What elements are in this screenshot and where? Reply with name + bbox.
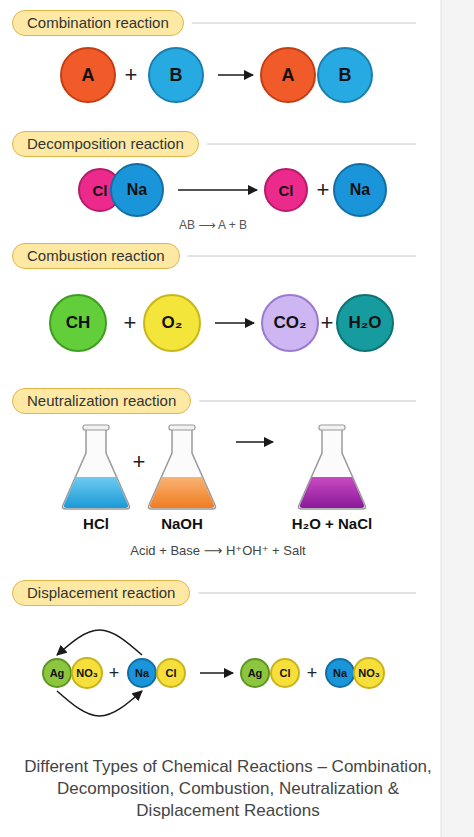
atom-circle: Na [325,658,355,688]
caption: Different Types of Chemical Reactions – … [14,756,442,822]
atom-circle: Ag [42,658,72,688]
equation-text: Acid + Base ⟶ H⁺OH⁺ + Salt [130,543,305,558]
element-symbol: O₂ [162,313,183,333]
reaction-arrow [218,74,253,76]
plus-sign: + [317,177,330,203]
swap-arrow [57,691,142,716]
plus-sign: + [125,62,138,88]
atom-circle: H₂O [336,294,394,352]
atom-circle: A [60,47,116,103]
flask-rim [169,425,195,430]
element-symbol: CH [66,313,91,333]
atom-circle: Na [333,163,387,217]
atom-circle: Cl [270,658,300,688]
formula-label: H₂O + NaCl [292,515,372,532]
plus-sign: + [307,663,318,684]
element-symbol: Na [333,667,347,679]
atom-circle: NO₃ [353,657,385,689]
reaction-arrow [236,441,273,443]
element-symbol: NO₃ [76,667,98,679]
element-symbol: A [82,65,95,86]
flask-drawing [56,423,136,511]
atom-circle: A [260,47,316,103]
flask: H₂O + NaCl [280,423,384,532]
heading-rule [188,256,416,257]
atom-circle: Ag [240,658,270,688]
flask-liquid [300,477,364,508]
element-symbol: Cl [279,182,294,199]
element-symbol: Cl [166,667,177,679]
element-symbol: Ag [248,667,263,679]
section-heading: Decomposition reaction [12,131,199,157]
atom-circle: Na [127,658,157,688]
element-symbol: H₂O [348,313,381,333]
atom-circle: NO₃ [71,657,103,689]
atom-circle: B [317,47,373,103]
reaction-arrow [215,322,254,324]
reaction-arrow [178,189,257,191]
flask-rim [319,425,345,430]
atom-circle: Na [110,163,164,217]
flask-liquid [64,477,128,508]
flask-drawing [142,423,222,511]
plus-sign: + [109,663,120,684]
atom-circle: CH [49,294,107,352]
flask-outline [148,429,215,509]
atom-circle: Cl [264,168,308,212]
heading-text: Displacement reaction [27,584,175,601]
heading-text: Decomposition reaction [27,135,184,152]
formula-label: NaOH [161,515,203,532]
equation-text: AB ⟶ A + B [179,218,247,232]
flask: HCl [56,423,136,532]
flask-liquid [150,477,214,508]
heading-text: Combustion reaction [27,247,165,264]
plus-sign: + [321,310,334,336]
atom-circle: CO₂ [261,294,319,352]
element-symbol: Na [350,181,370,199]
flask-drawing [280,423,384,511]
heading-rule [207,144,416,145]
reaction-arrow [200,672,233,674]
element-symbol: Na [135,667,149,679]
atom-circle: O₂ [143,294,201,352]
plus-sign: + [124,310,137,336]
element-symbol: A [282,65,295,86]
atom-circle: B [148,47,204,103]
element-symbol: CO₂ [273,313,306,333]
element-symbol: Na [127,181,147,199]
flask-outline [62,429,129,509]
heading-rule [192,23,416,24]
element-symbol: B [339,65,352,86]
section-heading: Combination reaction [12,10,184,36]
section-heading: Combustion reaction [12,243,180,269]
flask: NaOH [142,423,222,532]
side-panel [441,0,474,837]
section-heading: Neutralization reaction [12,388,191,414]
atom-circle: Cl [156,658,186,688]
plus-sign: + [133,449,146,475]
swap-arrow [57,630,142,655]
element-symbol: Cl [280,667,291,679]
element-symbol: Cl [93,182,108,199]
flask-outline [298,429,365,509]
flask-rim [83,425,109,430]
element-symbol: B [170,65,183,86]
panel-edge [441,0,442,837]
formula-label: HCl [83,515,109,532]
section-heading: Displacement reaction [12,580,190,606]
heading-rule [199,401,416,402]
heading-text: Neutralization reaction [27,392,176,409]
heading-text: Combination reaction [27,14,169,31]
element-symbol: NO₃ [358,667,380,679]
element-symbol: Ag [50,667,65,679]
heading-rule [198,593,416,594]
